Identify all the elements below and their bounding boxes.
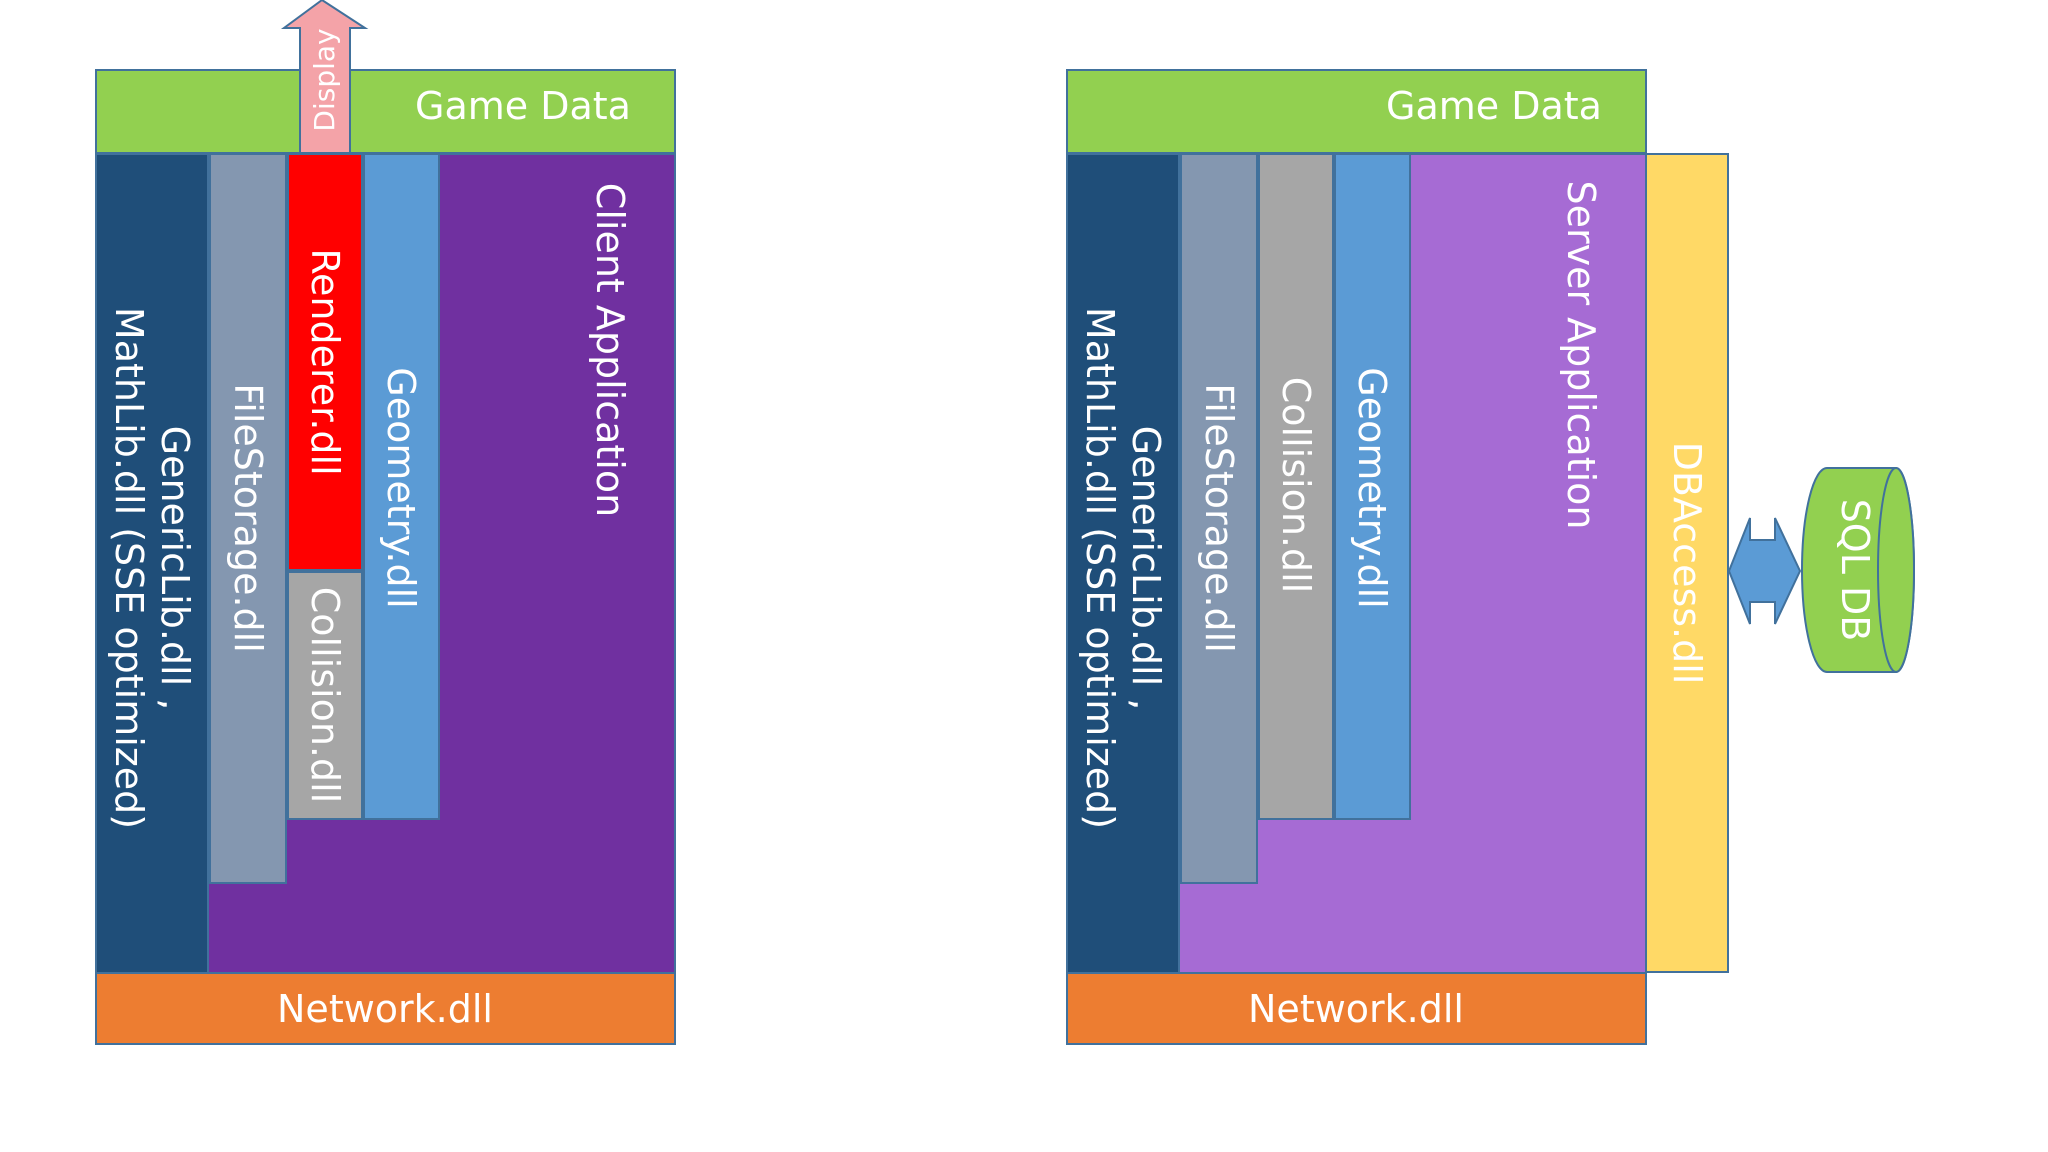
client-renderer-block: [287, 153, 363, 571]
client-network-label: Network.dll: [277, 987, 493, 1031]
server-network-label: Network.dll: [1248, 987, 1464, 1031]
client-network-block: [95, 972, 676, 1045]
server-filestorage-block: [1180, 153, 1258, 884]
client-filestorage-block: [209, 153, 287, 884]
client-game-data-block: [95, 69, 676, 154]
server-collision-block: [1258, 153, 1334, 820]
sql-db-label: SQL DB: [1833, 498, 1877, 642]
server-collision-label: Collision.dll: [1274, 376, 1318, 594]
server-filestorage-label: FileStorage.dll: [1197, 383, 1241, 653]
server-genericlib-label: GenericLib.dll , MathLib.dll (SSE optimi…: [1078, 306, 1168, 830]
server-network-block: [1066, 972, 1647, 1045]
client-collision-block: [287, 571, 363, 820]
server-game-data-block: [1066, 69, 1647, 154]
server-application-label: Server Application: [1559, 180, 1603, 530]
server-game-data-label: Game Data: [1386, 84, 1602, 128]
server-geometry-block: [1334, 153, 1411, 820]
client-game-data-label: Game Data: [415, 84, 631, 128]
server-dbaccess-block: [1645, 153, 1729, 973]
client-geometry-block: [363, 153, 440, 820]
server-dbaccess-label: DBAccess.dll: [1665, 441, 1709, 685]
server-geometry-label: Geometry.dll: [1350, 367, 1394, 609]
sql-db-icon: [1801, 467, 1915, 673]
